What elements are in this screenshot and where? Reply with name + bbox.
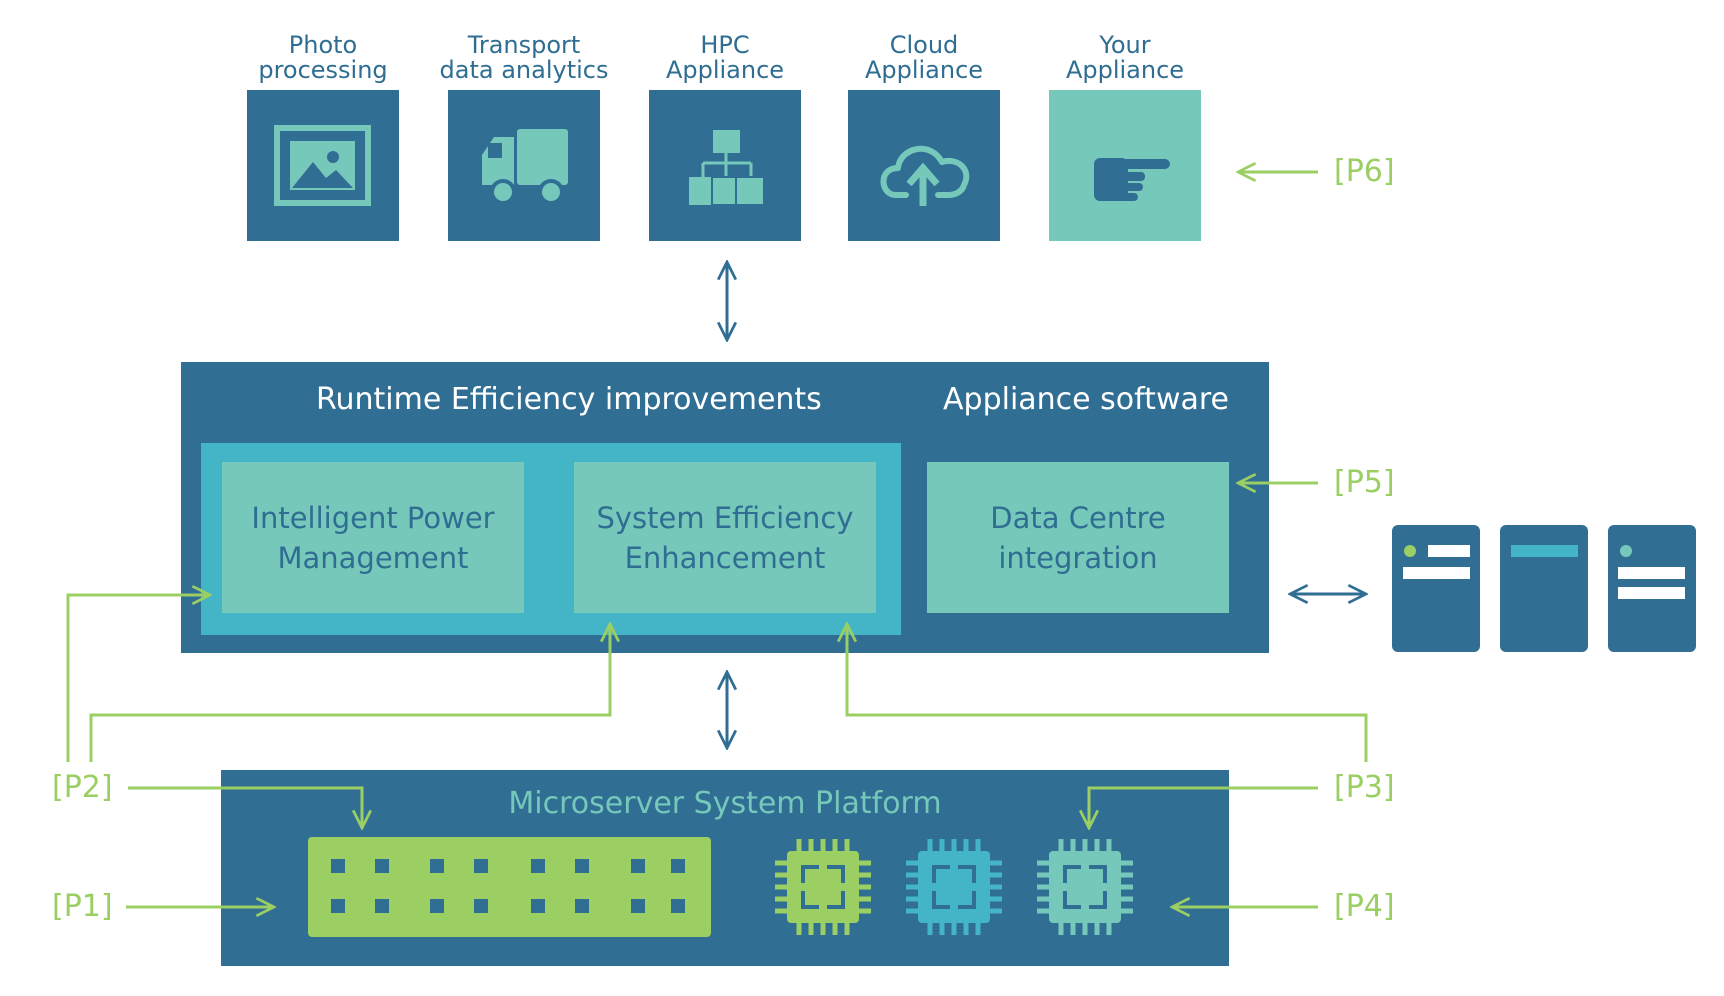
transport-analytics-label: Transport data analytics <box>439 31 609 84</box>
data-centre-integration-text: Data Centre integration <box>990 500 1166 575</box>
chip-teal-icon <box>906 839 1002 935</box>
intelligent-power-management-box <box>222 462 524 613</box>
chip-mint-icon <box>1037 839 1133 935</box>
p3-to-chip-arrow <box>1089 786 1318 828</box>
intelligent-power-management-text: Intelligent Power Management <box>251 500 495 575</box>
microserver-platform-title: Microserver System Platform <box>508 786 942 821</box>
p6-label: [P6] <box>1334 154 1395 189</box>
p2-to-memory-arrow <box>128 786 362 828</box>
pointing-hand-icon <box>1094 158 1170 201</box>
runtime-efficiency-title: Runtime Efficiency improvements <box>316 382 822 417</box>
data-centre-integration-box <box>927 462 1229 613</box>
server-rack-icon <box>1392 525 1696 652</box>
p2-to-power-management-arrow <box>66 595 210 762</box>
hierarchy-icon <box>689 130 765 206</box>
hpc-appliance-label: HPC Appliance <box>665 31 785 84</box>
p5-label: [P5] <box>1334 465 1395 500</box>
system-efficiency-enhancement-text: System Efficiency Enhancement <box>596 500 854 575</box>
p3-to-system-efficiency-arrow <box>847 624 1368 762</box>
image-icon <box>274 125 371 206</box>
photo-processing-label: Photo processing <box>258 31 388 84</box>
p1-label: [P1] <box>52 889 113 924</box>
system-efficiency-enhancement-box <box>574 462 876 613</box>
cloud-upload-icon <box>880 145 970 206</box>
chip-green-icon <box>775 839 871 935</box>
truck-icon <box>482 129 568 205</box>
appliance-software-title: Appliance software <box>943 382 1229 417</box>
p2-to-system-efficiency-arrow <box>89 624 610 762</box>
your-appliance-label: Your Appliance <box>1065 31 1185 84</box>
p3-label: [P3] <box>1334 770 1395 805</box>
p2-label: [P2] <box>52 770 113 805</box>
memory-board <box>308 837 711 937</box>
p4-label: [P4] <box>1334 889 1395 924</box>
cloud-appliance-label: Cloud Appliance <box>864 31 984 84</box>
